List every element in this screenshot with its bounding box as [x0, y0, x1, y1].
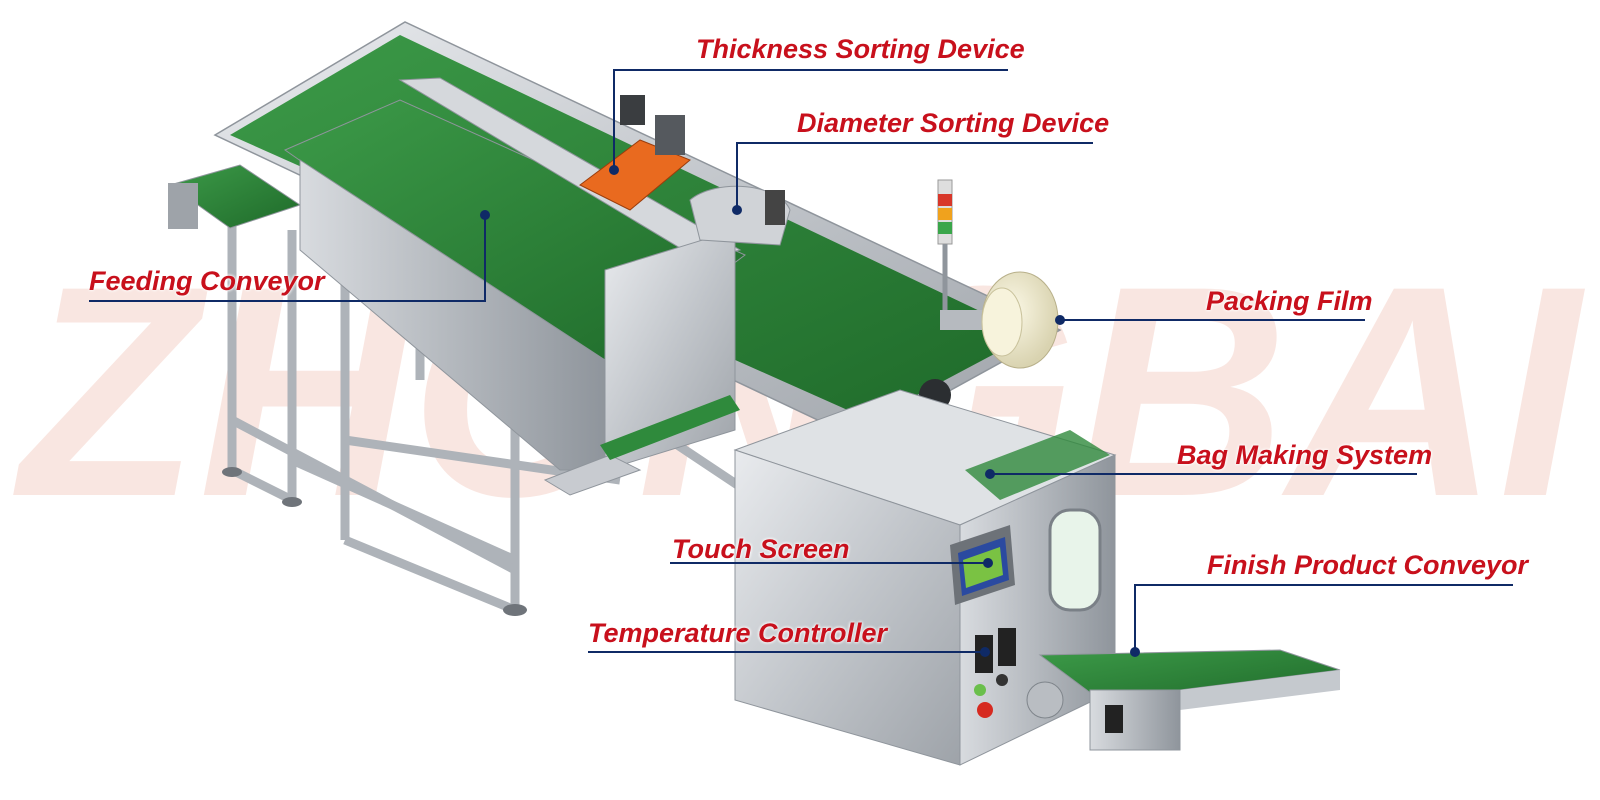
label-diameter-sorting-device: Diameter Sorting Device — [797, 108, 1110, 138]
touch-screen-part — [950, 525, 1015, 605]
label-packing-film: Packing Film — [1206, 286, 1373, 316]
label-finish-product-conveyor: Finish Product Conveyor — [1207, 550, 1529, 580]
leader-dot-temperature-controller — [980, 647, 990, 657]
label-temperature-controller: Temperature Controller — [588, 618, 888, 648]
film-roll-part — [919, 271, 1059, 411]
label-thickness-sorting-device: Thickness Sorting Device — [696, 34, 1025, 64]
leader-dot-finish-product-conveyor — [1130, 647, 1140, 657]
leader-line-diameter-sorting-device — [736, 142, 1093, 210]
leader-line-finish-product-conveyor — [1134, 584, 1513, 652]
leader-line-thickness-sorting-device — [613, 69, 1008, 170]
leader-dot-diameter-sorting-device — [732, 205, 742, 215]
thickness-sorter-part — [579, 95, 691, 211]
leader-dot-thickness-sorting-device — [609, 165, 619, 175]
label-bag-making-system: Bag Making System — [1177, 440, 1433, 470]
leader-dot-touch-screen — [983, 558, 993, 568]
finish-conveyor-part — [1026, 649, 1341, 751]
leader-dots — [480, 165, 1140, 657]
leader-dot-packing-film — [1055, 315, 1065, 325]
label-touch-screen: Touch Screen — [672, 534, 850, 564]
label-feeding-conveyor: Feeding Conveyor — [89, 266, 325, 296]
leader-line-feeding-conveyor — [89, 215, 486, 302]
leader-dot-feeding-conveyor — [480, 210, 490, 220]
leader-lines — [89, 69, 1513, 653]
leader-dot-bag-making-system — [985, 469, 995, 479]
